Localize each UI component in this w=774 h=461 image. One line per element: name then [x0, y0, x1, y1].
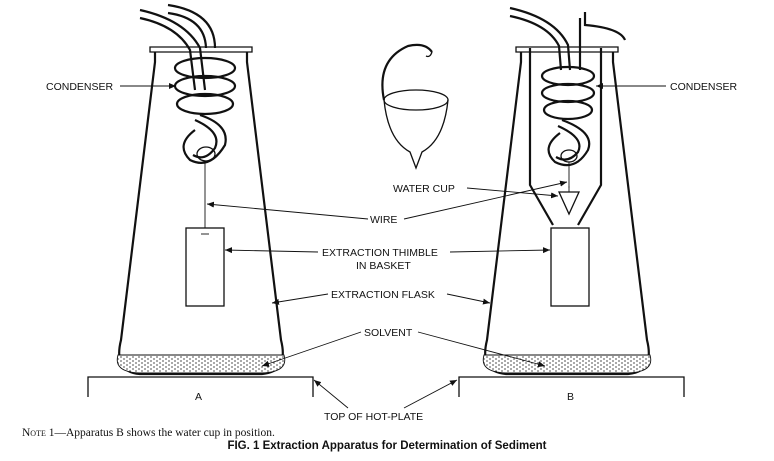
hotplate-b	[458, 376, 685, 397]
label-apparatus-b: B	[567, 391, 574, 403]
flask-b	[484, 52, 650, 376]
label-thimble-2: IN BASKET	[356, 260, 411, 272]
note-text: 1—Apparatus B shows the water cup in pos…	[45, 427, 275, 439]
label-condenser-right: CONDENSER	[670, 81, 738, 93]
flask-a	[118, 52, 284, 376]
water-cup-b	[557, 191, 581, 216]
water-cup-detail	[381, 43, 449, 170]
apparatus-b	[458, 6, 685, 397]
apparatus-a	[87, 3, 314, 397]
hotplate-a	[87, 376, 314, 397]
note-prefix: Note	[22, 427, 46, 439]
condenser-b	[509, 6, 627, 167]
label-condenser-left: CONDENSER	[46, 81, 114, 93]
label-solvent: SOLVENT	[364, 327, 413, 339]
label-extraction-flask: EXTRACTION FLASK	[331, 289, 435, 301]
label-wire: WIRE	[370, 214, 397, 226]
figure-caption: FIG. 1 Extraction Apparatus for Determin…	[227, 440, 547, 452]
condenser-a	[139, 3, 237, 164]
solvent-b	[482, 354, 652, 374]
label-water-cup: WATER CUP	[393, 183, 455, 195]
thimble-a	[185, 227, 225, 307]
thimble-b	[550, 227, 590, 307]
label-hotplate: TOP OF HOT-PLATE	[324, 411, 423, 423]
figure-note: Note 1—Apparatus B shows the water cup i…	[22, 427, 275, 439]
label-thimble-1: EXTRACTION THIMBLE	[322, 247, 438, 259]
solvent-a	[116, 354, 286, 374]
labels: CONDENSER CONDENSER WATER CUP WIRE EXTRA…	[46, 81, 738, 423]
label-apparatus-a: A	[195, 391, 202, 403]
